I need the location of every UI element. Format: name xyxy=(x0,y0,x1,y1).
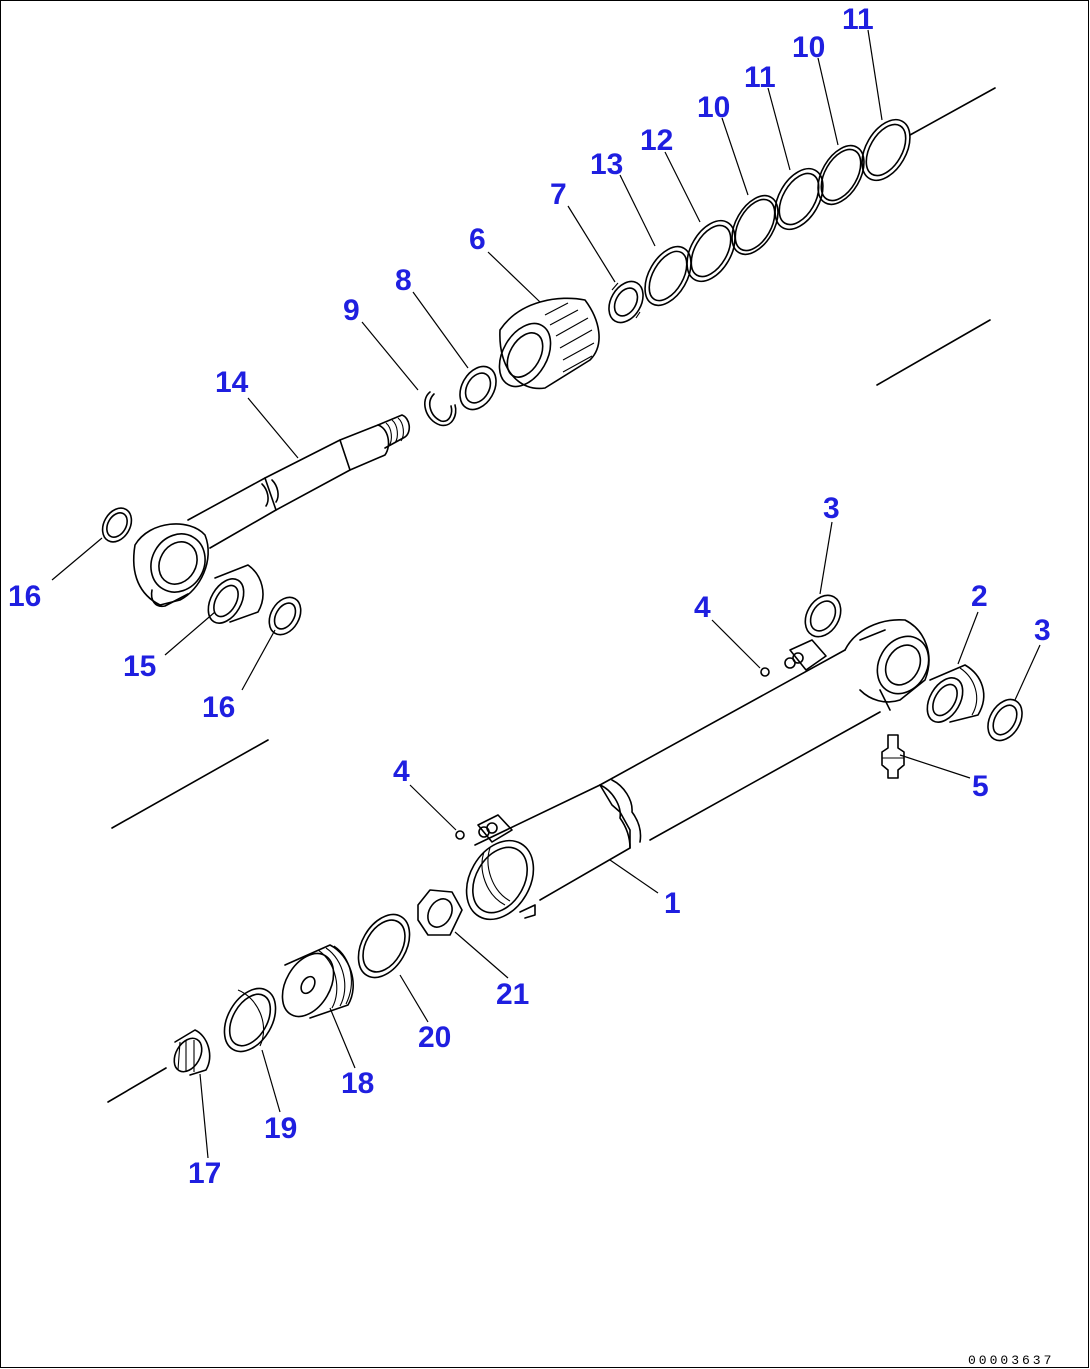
part-17-nut xyxy=(173,1029,211,1076)
part-15-bushing xyxy=(207,564,264,624)
part-2-bushing xyxy=(926,664,985,723)
callout-6: 6 xyxy=(469,223,486,256)
callout-14: 14 xyxy=(215,366,249,399)
part-11-ring-outer xyxy=(861,118,911,182)
part-8-ring xyxy=(459,365,497,411)
callout-16-lower: 16 xyxy=(202,691,235,724)
callout-10-top: 10 xyxy=(792,31,825,64)
callout-labels: 11 10 11 10 12 13 7 6 8 9 14 16 15 16 3 … xyxy=(8,3,1051,1190)
part-21-nut xyxy=(417,889,463,936)
callout-3-right: 3 xyxy=(1034,614,1051,647)
part-6-piston xyxy=(498,297,600,390)
part-9-snap-ring xyxy=(424,391,457,427)
part-3-seal-right xyxy=(987,698,1023,742)
callout-17: 17 xyxy=(188,1157,221,1190)
part-5-grease-fitting xyxy=(881,734,905,779)
callout-15: 15 xyxy=(123,650,156,683)
part-12-ring xyxy=(686,219,736,283)
part-1-cylinder-tube xyxy=(465,619,930,921)
callout-11-mid: 11 xyxy=(744,61,776,94)
callout-8: 8 xyxy=(395,264,412,297)
part-14-piston-rod xyxy=(133,414,411,608)
callout-4-upper: 4 xyxy=(694,591,711,624)
callout-5: 5 xyxy=(972,770,989,803)
drawing-number: 00003637 xyxy=(968,1353,1054,1368)
callout-16-upper: 16 xyxy=(8,580,41,613)
part-16-seal-lower xyxy=(268,596,302,636)
callout-13: 13 xyxy=(590,148,623,181)
part-19-ring xyxy=(223,987,277,1053)
part-10-ring-outer xyxy=(817,144,865,206)
part-16-seal-upper xyxy=(101,507,133,543)
part-3-seal-upper xyxy=(804,594,842,638)
part-4-plug-upper xyxy=(760,667,770,677)
callout-20: 20 xyxy=(418,1021,451,1054)
part-20-ring xyxy=(357,913,411,979)
callout-10-mid: 10 xyxy=(697,91,730,124)
callout-19: 19 xyxy=(264,1112,297,1145)
callout-21: 21 xyxy=(496,978,529,1011)
leader-lines xyxy=(51,29,1041,1159)
callout-18: 18 xyxy=(341,1067,374,1100)
part-4-plug-lower xyxy=(455,830,465,840)
part-10-ring-inner xyxy=(731,194,779,256)
part-18-piston xyxy=(281,944,354,1019)
callout-12: 12 xyxy=(640,124,673,157)
callout-2: 2 xyxy=(971,580,988,613)
callout-4-lower: 4 xyxy=(393,755,410,788)
callout-3-upper: 3 xyxy=(823,492,840,525)
part-13-ring xyxy=(644,245,692,307)
callout-1: 1 xyxy=(664,887,681,920)
callout-11-top: 11 xyxy=(842,3,874,36)
axis-lines xyxy=(107,87,996,1103)
part-7-nut xyxy=(608,280,644,324)
part-11-ring-inner xyxy=(774,167,824,231)
callout-7: 7 xyxy=(550,178,567,211)
callout-9: 9 xyxy=(343,294,360,327)
